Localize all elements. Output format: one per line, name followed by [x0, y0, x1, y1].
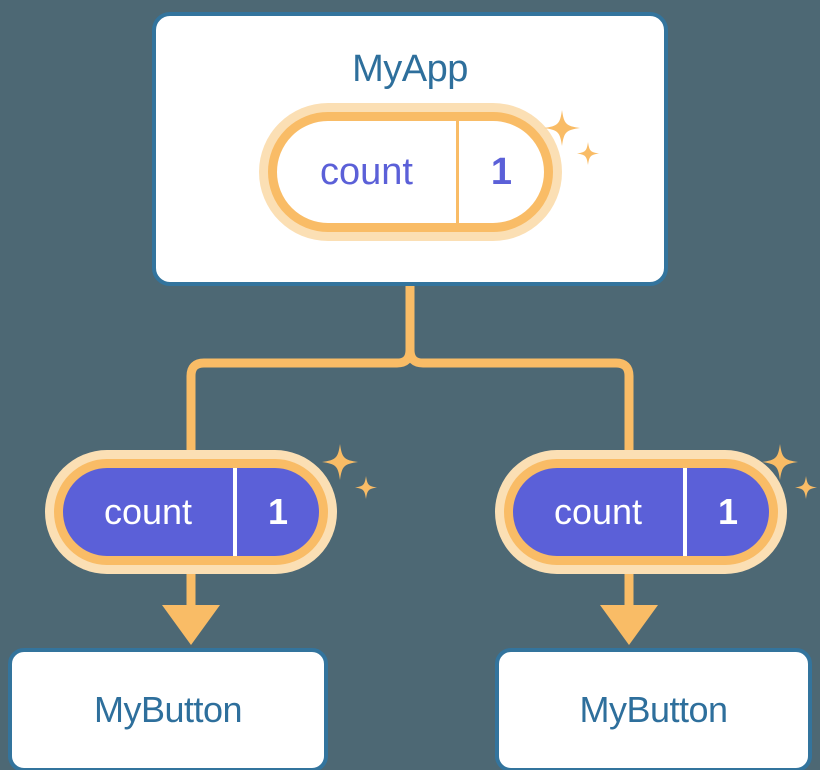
- state-pill-myapp[interactable]: count 1: [268, 112, 553, 232]
- connector-branch-left: [186, 349, 415, 462]
- state-pill-key: count: [320, 151, 413, 193]
- state-pill-right[interactable]: count 1: [504, 459, 778, 565]
- component-card-title: MyButton: [93, 689, 243, 730]
- state-pill-left[interactable]: count 1: [54, 459, 328, 565]
- page-title: MyApp: [352, 48, 468, 90]
- state-pill-value: 1: [456, 121, 544, 223]
- state-pill-key: count: [103, 491, 193, 532]
- connector-branch-right: [405, 349, 634, 462]
- state-pill-body: count 1: [268, 112, 553, 232]
- state-pill-key: count: [553, 491, 643, 532]
- component-card-mybutton-left[interactable]: MyButton: [8, 648, 328, 770]
- connector-arrow-left: [162, 565, 220, 645]
- state-pill-body: count 1: [54, 459, 328, 565]
- state-pill-body: count 1: [504, 459, 778, 565]
- connector-arrow-right: [600, 565, 658, 645]
- state-pill-value: 1: [683, 468, 769, 556]
- state-pill-value: 1: [233, 468, 319, 556]
- component-card-mybutton-right[interactable]: MyButton: [495, 648, 812, 770]
- component-card-title: MyButton: [579, 689, 728, 730]
